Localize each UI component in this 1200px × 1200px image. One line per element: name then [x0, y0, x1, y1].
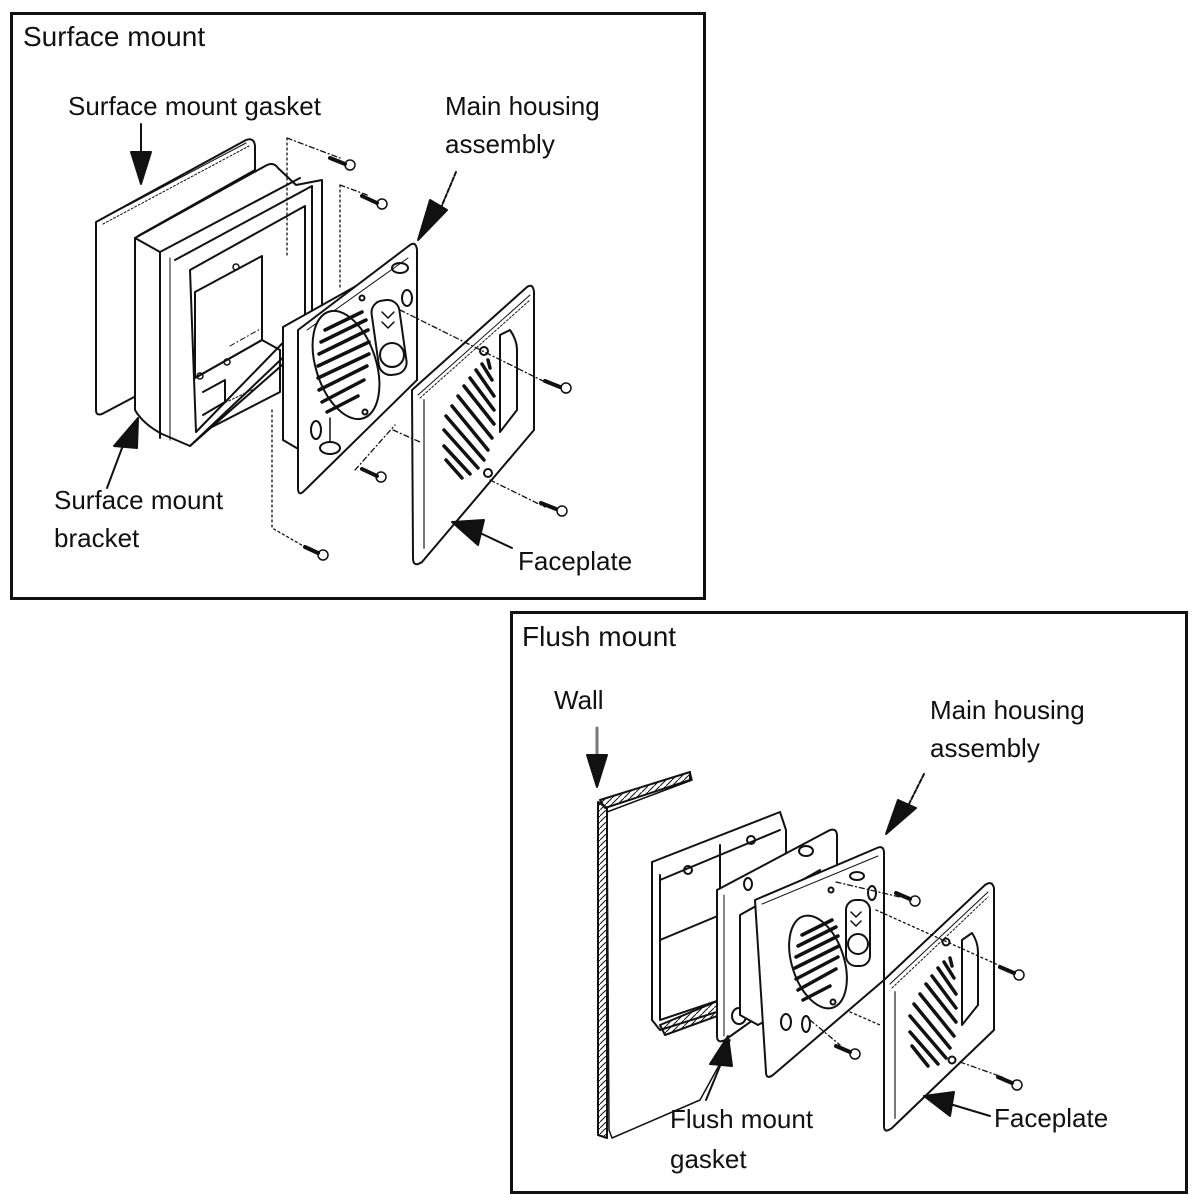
label-main-housing-line1: Main housing [930, 695, 1085, 725]
flush-screws [810, 882, 1024, 1090]
surface-housing-assembly [283, 244, 417, 494]
label-surface-mount-bracket-line2: bracket [54, 523, 140, 553]
label-main-housing-line2: assembly [445, 129, 555, 159]
surface-callout-arrows [107, 124, 512, 548]
label-surface-mount-bracket-line1: Surface mount [54, 485, 224, 515]
label-faceplate: Faceplate [518, 546, 633, 576]
flush-faceplate [884, 883, 994, 1130]
label-main-housing-line1: Main housing [445, 91, 600, 121]
surface-mount-title: Surface mount [23, 21, 206, 52]
flush-mount-title: Flush mount [522, 621, 677, 652]
label-faceplate: Faceplate [994, 1103, 1109, 1133]
flush-wall [598, 772, 730, 1138]
label-main-housing-line2: assembly [930, 733, 1040, 763]
label-surface-mount-gasket: Surface mount gasket [68, 91, 321, 121]
flush-callout-arrows [587, 728, 990, 1116]
surface-faceplate [412, 286, 534, 564]
flush-housing-assembly [740, 847, 884, 1077]
surface-bracket [135, 164, 322, 446]
label-flush-mount-gasket-line2: gasket [670, 1144, 747, 1174]
label-flush-mount-gasket-line1: Flush mount [670, 1104, 814, 1134]
label-wall: Wall [554, 685, 604, 715]
surface-screws [272, 138, 571, 560]
